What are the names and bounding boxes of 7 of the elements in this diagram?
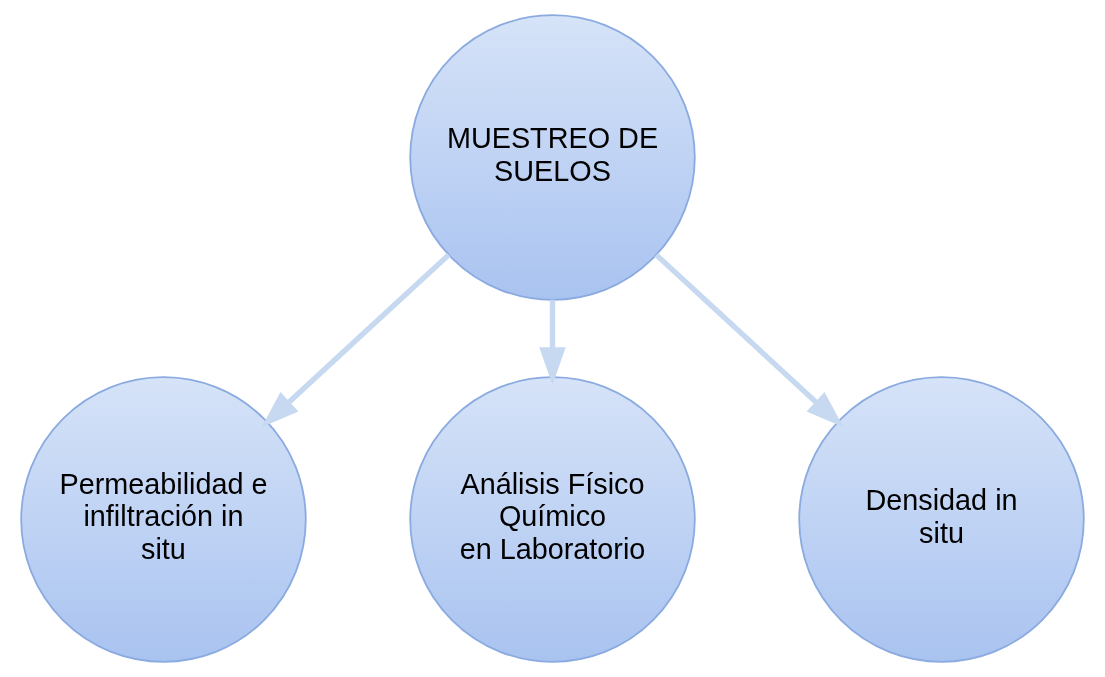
node-circle: Densidad in situ — [798, 376, 1085, 663]
arrow — [654, 252, 844, 428]
node-circle: Análisis Físico Químico en Laboratorio — [409, 376, 696, 663]
arrow — [539, 299, 566, 386]
node-circle: MUESTREO DE SUELOS — [409, 14, 696, 301]
arrow — [261, 252, 451, 428]
node-circle: Permeabilidad e infiltración in situ — [20, 376, 307, 663]
